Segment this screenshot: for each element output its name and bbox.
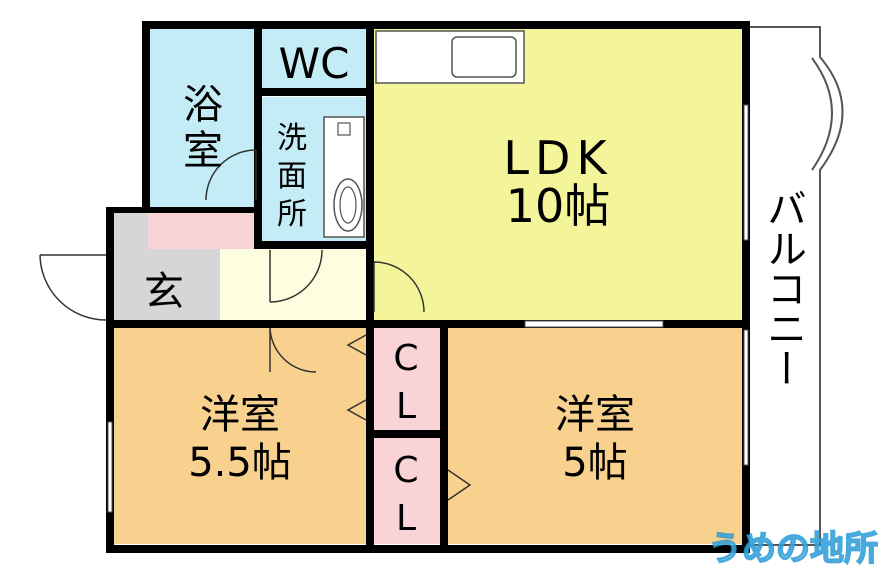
wc-fill [262, 27, 368, 89]
ldk-label-line1: LDK [503, 131, 612, 185]
washroom-label-line3: 所 [277, 197, 307, 232]
washbasin-bowl-inner [339, 186, 357, 224]
closet-top-label-line2: L [396, 386, 416, 427]
closet-bottom-label-line1: C [393, 450, 418, 491]
wc-label: WC [279, 39, 350, 88]
entrance-pink-strip [148, 213, 254, 249]
bath-label-line1: 浴 [183, 82, 223, 128]
watermark-text: うめの地所 [708, 529, 878, 569]
western-right-label-line1: 洋室 [555, 392, 635, 438]
western-left-fill [114, 326, 368, 544]
washbasin-tap [337, 122, 351, 136]
western-left-label-line1: 洋室 [200, 392, 280, 438]
entrance-label: 玄 [144, 269, 184, 315]
kitchen-sink [451, 36, 517, 78]
western-right-label-line2: 5帖 [562, 440, 627, 486]
washroom-label-line1: 洗 [277, 121, 307, 156]
door-swings [205, 149, 472, 501]
closet-bottom-fill [372, 438, 440, 544]
ldk-label-line2: 10帖 [506, 179, 611, 233]
hall-fill [220, 249, 370, 320]
walls [106, 21, 750, 553]
bath-label-line2: 室 [183, 128, 223, 174]
windows [107, 104, 749, 513]
bath-fill [148, 27, 256, 209]
balcony-label: バルコニー [760, 188, 806, 388]
entrance-door-swing [39, 254, 107, 321]
closet-top-fill [372, 326, 440, 430]
western-right-fill [446, 326, 744, 544]
western-left-label-line2: 5.5帖 [188, 440, 292, 486]
balcony-bay-inner [811, 57, 833, 171]
washroom-label-line2: 面 [277, 159, 307, 194]
closet-top-label-line1: C [393, 338, 418, 379]
washbasin-bowl [333, 178, 363, 232]
balcony-outline [746, 26, 844, 546]
closet-bottom-label-line2: L [396, 498, 416, 539]
